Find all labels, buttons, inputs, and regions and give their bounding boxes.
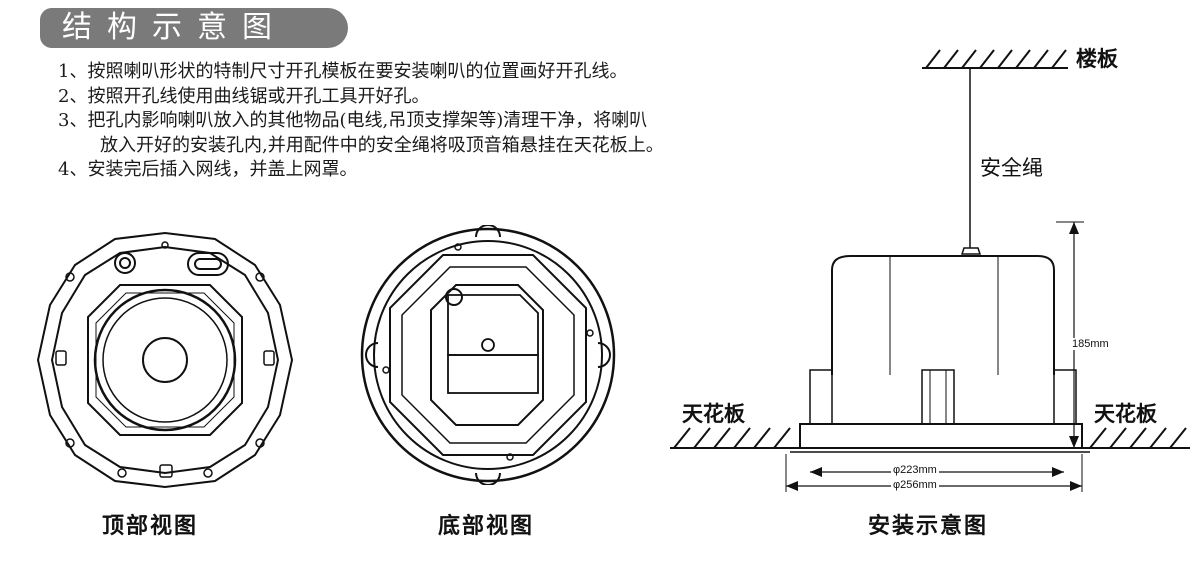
bottom-view-drawing	[360, 225, 616, 485]
top-dust-cap	[142, 337, 188, 383]
bottom-frame	[389, 254, 587, 456]
safety-rope-label: 安全绳	[980, 156, 1043, 180]
step-1: 1、按照喇叭形状的特制尺寸开孔模板在要安装喇叭的位置画好开孔线。	[58, 61, 628, 82]
step-3: 3、把孔内影响喇叭放入的其他物品(电线,吊顶支撑架等)清理干净，将喇叭	[58, 110, 648, 131]
top-baffle	[87, 284, 243, 436]
top-inner-frame	[50, 245, 280, 475]
bottom-outer-ring	[360, 227, 616, 483]
top-cone-outer	[93, 288, 237, 432]
top-slot	[187, 252, 229, 276]
step-3-continued: 放入开好的安装孔内,并用配件中的安全绳将吸顶音箱悬挂在天花板上。	[100, 134, 664, 156]
installation-steps: 1、按照喇叭形状的特制尺寸开孔模板在要安装喇叭的位置画好开孔线。 2、按照开孔线…	[58, 60, 664, 183]
height-dimension: 185mm	[1070, 338, 1111, 350]
step-2: 2、按照开孔线使用曲线锯或开孔工具开好孔。	[58, 85, 430, 107]
step-4: 4、安装完后插入网线，并盖上网罩。	[58, 159, 358, 180]
top-cone	[102, 297, 228, 423]
install-diagram	[670, 49, 1190, 492]
bottom-plate	[447, 294, 539, 356]
top-outer-frame	[36, 231, 294, 489]
outer-diameter-dimension: φ256mm	[891, 479, 939, 491]
bottom-terminal	[445, 288, 463, 306]
ceiling-left-label: 天花板	[682, 402, 745, 426]
top-view-caption: 顶部视图	[102, 514, 199, 539]
inner-diameter-dimension: φ223mm	[891, 464, 939, 476]
speaker-base	[799, 423, 1083, 449]
bottom-view-caption: 底部视图	[438, 514, 535, 539]
install-view-caption: 安装示意图	[868, 514, 989, 539]
top-view-drawing	[36, 231, 294, 489]
floor-slab-label: 楼板	[1076, 47, 1118, 71]
speaker-enclosure	[831, 255, 1055, 375]
top-volume-knob	[114, 252, 136, 274]
bottom-enclosure	[430, 284, 544, 426]
diagram-title: 结构示意图	[40, 8, 348, 48]
ceiling-right-label: 天花板	[1094, 402, 1157, 426]
